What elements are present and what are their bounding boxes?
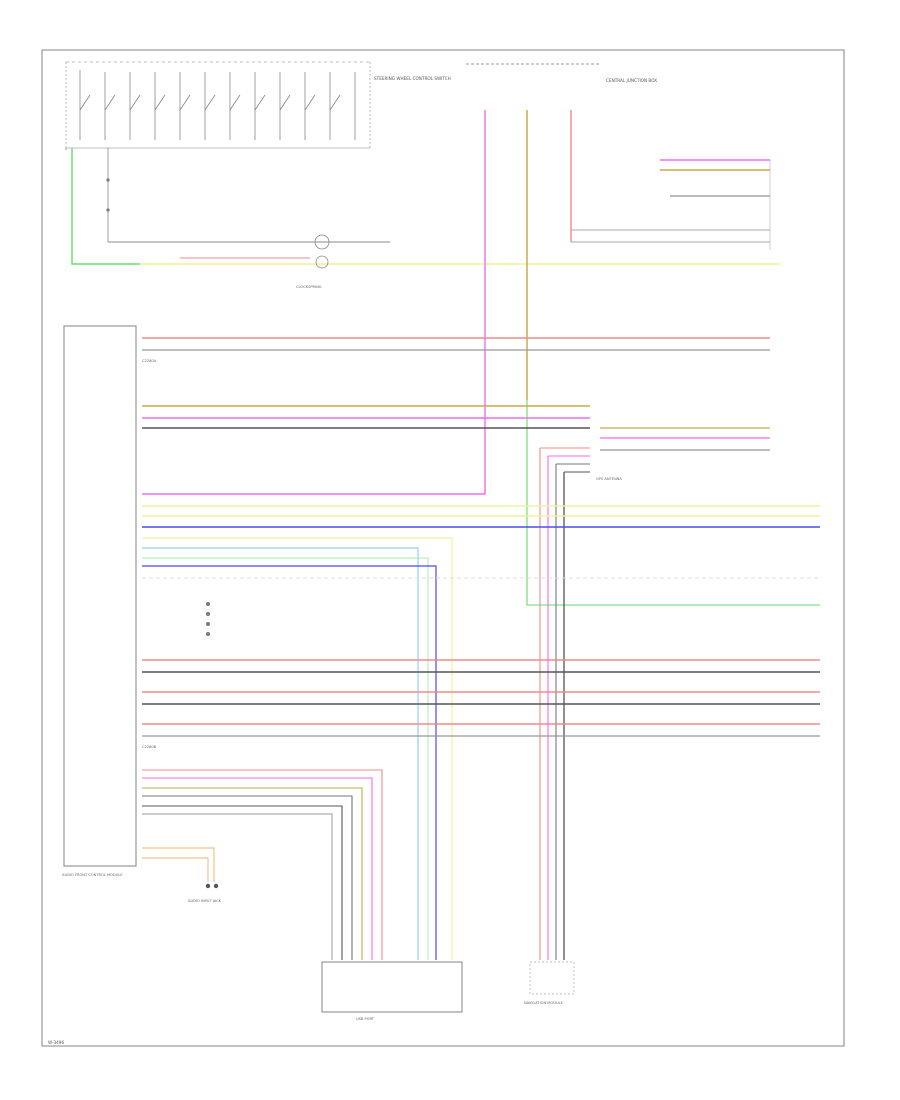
- wire-usb-pink: [142, 777, 373, 960]
- wire-aux-orange: [142, 847, 215, 882]
- wire-lightblue-bezel: [142, 547, 419, 960]
- wire-blue-bezel: [142, 565, 437, 960]
- connector-c2-label: C2280B: [142, 745, 157, 749]
- diagram-frame: [41, 49, 845, 1047]
- wire-usb-tan: [142, 787, 363, 960]
- nav-module-label: NAVIGATION MODULE: [524, 1001, 564, 1005]
- front-bezel-module-box: [321, 961, 463, 1013]
- usb-port-label: USB PORT: [356, 1017, 375, 1021]
- gps-antenna-label: GPS ANTENNA: [596, 477, 622, 481]
- clockspring-symbol: [314, 234, 330, 250]
- wire-usb-gray: [142, 795, 353, 960]
- wire-green-switch: [71, 148, 140, 265]
- connector-c1-label: C2280A: [142, 359, 157, 363]
- nav-module-box: [529, 961, 575, 995]
- audio-module-label: AUDIO FRONT CONTROL MODULE: [62, 873, 123, 877]
- wire-usb-black: [142, 805, 343, 960]
- page-code: W-3496: [48, 1040, 64, 1045]
- fuse-box-label: CENTRAL JUNCTION BOX: [606, 78, 657, 83]
- top-feeds: CENTRAL JUNCTION BOX: [466, 63, 657, 83]
- aux-jack-label: AUDIO INPUT JACK: [188, 899, 222, 903]
- steering-wheel-switch-block: STEERING WHEEL CONTROL SWITCH: [65, 61, 451, 150]
- wire-usb-shield: [142, 813, 333, 960]
- wire-pink-feed: [142, 110, 486, 495]
- steering-switch-label: STEERING WHEEL CONTROL SWITCH: [374, 76, 451, 81]
- wire-usb-red: [142, 769, 383, 960]
- wire-yellow-bezel: [142, 537, 453, 960]
- wire-lightgreen-bezel: [142, 557, 429, 960]
- clockspring-label: CLOCKSPRING: [296, 285, 322, 289]
- audio-module-box: [63, 325, 137, 867]
